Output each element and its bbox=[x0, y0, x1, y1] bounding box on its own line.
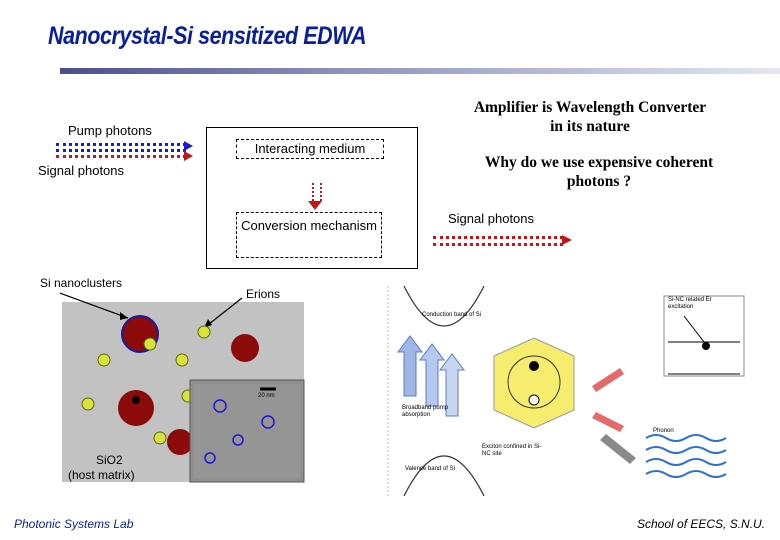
tem-nc-marker bbox=[213, 399, 227, 413]
pump-absorption-arrow bbox=[439, 353, 465, 417]
erion-dot bbox=[97, 353, 111, 367]
erions-label: Erions bbox=[246, 287, 281, 301]
nanocluster-dot bbox=[118, 390, 154, 426]
signal-out-line-2 bbox=[433, 243, 563, 248]
si-nc-hexagon bbox=[493, 337, 575, 429]
exciton-label: Exciton confined in Si-NC site bbox=[482, 444, 542, 457]
erion-dot bbox=[153, 431, 167, 445]
pump-arrow-line bbox=[56, 143, 186, 148]
erion-dot bbox=[175, 353, 189, 367]
conduction-band-label: Conduction band of Si bbox=[422, 312, 482, 318]
valence-band-label: Valence band of Si bbox=[405, 466, 455, 472]
pump-photons-label: Pump photons bbox=[68, 123, 152, 138]
scale-label: 20 nm bbox=[258, 393, 275, 399]
pump-arrow-line-2 bbox=[56, 149, 186, 154]
erion-dot bbox=[197, 325, 211, 339]
signal-out-line bbox=[433, 236, 563, 241]
phonon-arrow bbox=[600, 434, 636, 464]
nanocluster-pointer bbox=[60, 292, 129, 319]
erion-dot bbox=[81, 397, 95, 411]
signal-photons-label: Signal photons bbox=[38, 163, 125, 178]
si-nanoclusters-label: Si nanoclusters bbox=[40, 276, 123, 290]
broadband-label: Broadband pump absorption bbox=[402, 405, 449, 418]
conversion-down-arrow bbox=[312, 183, 322, 201]
interacting-medium-box bbox=[206, 127, 418, 269]
valence-band-curve bbox=[403, 455, 485, 496]
interacting-medium-label: Interacting medium bbox=[236, 139, 384, 159]
nanocluster-dot bbox=[231, 334, 259, 362]
question-text: Why do we use expensive coherent photons… bbox=[484, 154, 714, 190]
nanocluster-dot bbox=[167, 429, 193, 455]
er-level-box bbox=[663, 295, 745, 377]
energy-transfer-arrow bbox=[592, 412, 624, 432]
erion-core bbox=[132, 396, 140, 404]
signal-out-label: Signal photons bbox=[448, 211, 535, 226]
title-underline bbox=[60, 68, 780, 74]
pump-absorption-arrow bbox=[397, 335, 423, 397]
phonon-waves bbox=[645, 434, 727, 478]
er-electron-dot bbox=[702, 342, 710, 350]
phonon-label: Phonon bbox=[653, 428, 674, 434]
nanocluster-pointer-head bbox=[120, 312, 128, 320]
pump-absorption-arrow bbox=[419, 343, 445, 407]
erion-dot bbox=[143, 337, 157, 351]
footer-school: School of EECS, S.N.U. bbox=[637, 517, 766, 531]
footer-lab: Photonic Systems Lab bbox=[14, 517, 134, 531]
tem-nc-marker bbox=[261, 415, 275, 429]
nanocluster-figure bbox=[60, 292, 305, 483]
sio2-label: SiO2 bbox=[96, 453, 123, 467]
signal-out-arrowhead bbox=[562, 235, 572, 245]
exciton-orbit bbox=[507, 355, 561, 409]
signal-arrow-line bbox=[56, 155, 186, 160]
energy-transfer-arrow bbox=[592, 368, 624, 392]
band-diagram bbox=[387, 286, 745, 496]
tem-texture bbox=[194, 384, 300, 478]
conversion-mechanism-label: Conversion mechanism bbox=[236, 212, 382, 258]
host-matrix-label: (host matrix) bbox=[68, 468, 135, 482]
hole-dot bbox=[528, 394, 540, 406]
conduction-band-curve bbox=[403, 286, 485, 327]
page-title: Nanocrystal-Si sensitized EDWA bbox=[48, 22, 367, 50]
conversion-arrowhead bbox=[308, 201, 322, 210]
converter-text: Amplifier is Wavelength Converter in its… bbox=[473, 99, 707, 135]
sinc-label: Si-NC related Er excitation bbox=[668, 297, 712, 310]
erion-pointer-head bbox=[204, 319, 212, 328]
er-transition-line bbox=[683, 315, 705, 343]
tem-nc-marker bbox=[204, 452, 216, 464]
tem-nc-marker bbox=[232, 434, 244, 446]
signal-arrowhead bbox=[184, 151, 193, 161]
pump-arrowhead bbox=[184, 141, 193, 151]
electron-dot bbox=[529, 361, 539, 371]
